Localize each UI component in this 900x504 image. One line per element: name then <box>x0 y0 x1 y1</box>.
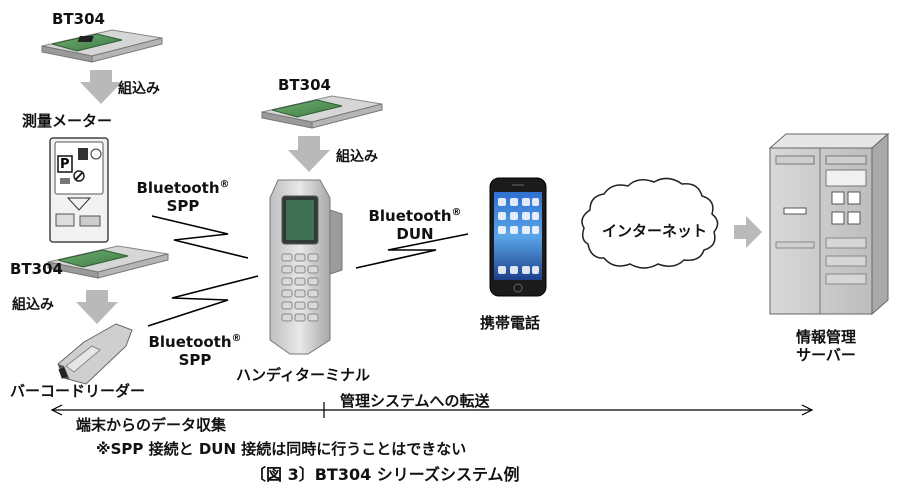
bt304-module-icon <box>261 95 383 129</box>
bt304-module-icon <box>41 29 163 63</box>
server-label-line2: サーバー <box>796 346 856 364</box>
embed-label-3: 組込み <box>336 149 378 165</box>
bluetooth-word: Bluetooth <box>148 333 232 351</box>
meter-label: 測量メーター <box>22 112 113 130</box>
bluetooth-dun-label: Bluetooth® DUN <box>360 204 470 243</box>
internet-to-server-arrow <box>734 216 762 248</box>
server-rack-icon <box>768 132 890 316</box>
embed-label-1: 組込み <box>118 81 160 97</box>
svg-text:P: P <box>60 157 70 172</box>
internet-label: インターネット <box>602 222 708 240</box>
collect-label: 端末からのデータ収集 <box>76 416 227 434</box>
bluetooth-word: Bluetooth <box>368 207 452 225</box>
registered-mark: ® <box>219 179 230 190</box>
server-label-line1: 情報管理 <box>795 328 856 346</box>
embed-arrow-3 <box>288 136 330 172</box>
embed-arrow-2 <box>76 290 118 324</box>
handy-terminal-icon <box>269 179 343 355</box>
survey-meter-icon: P <box>49 137 109 243</box>
bluetooth-spp-label-2: Bluetooth® SPP <box>140 330 250 369</box>
barcode-reader-icon <box>57 323 133 385</box>
phone-label: 携帯電話 <box>480 314 541 332</box>
registered-mark: ® <box>231 333 242 344</box>
dun-word: DUN <box>396 225 434 243</box>
smartphone-icon <box>489 177 547 297</box>
internet-cloud-icon <box>581 177 719 269</box>
bt304-label-2: BT304 <box>10 260 63 278</box>
embed-label-2: 組込み <box>12 297 54 313</box>
flow-arrow <box>50 402 814 418</box>
bluetooth-spp-label-1: Bluetooth® SPP <box>128 176 238 215</box>
figure-caption: 〔図 3〕BT304 シリーズシステム例 <box>250 465 520 484</box>
connection-note: ※SPP 接続と DUN 接続は同時に行うことはできない <box>96 440 467 458</box>
dun-link-phone <box>355 233 469 269</box>
bt304-label-3: BT304 <box>278 76 331 94</box>
transfer-label: 管理システムへの転送 <box>340 392 490 410</box>
bt304-label-1: BT304 <box>52 10 105 28</box>
spp-link-meter <box>151 215 249 259</box>
server-label: 情報管理 サーバー <box>776 328 876 364</box>
registered-mark: ® <box>451 207 462 218</box>
bluetooth-word: Bluetooth <box>136 179 220 197</box>
barcode-reader-label: バーコードリーダー <box>10 382 146 400</box>
embed-arrow-1 <box>80 70 122 104</box>
handy-terminal-label: ハンディターミナル <box>236 366 370 384</box>
spp-link-barcode <box>147 275 259 327</box>
bt304-module-icon <box>47 245 169 279</box>
spp-word: SPP <box>178 351 212 369</box>
spp-word: SPP <box>166 197 200 215</box>
